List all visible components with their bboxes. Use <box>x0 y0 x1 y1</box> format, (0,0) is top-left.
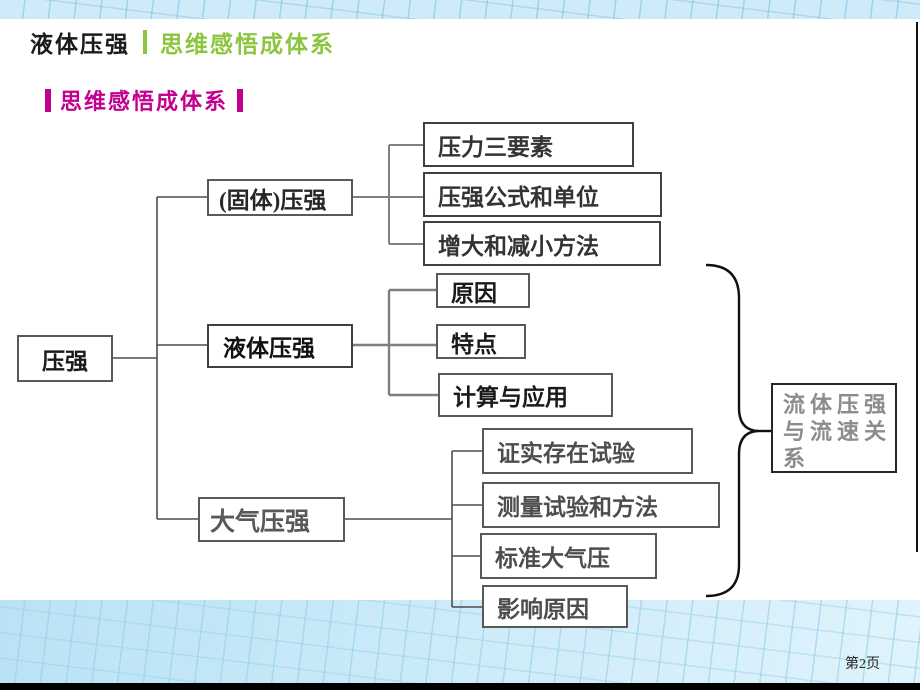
bottom-black-bar <box>0 683 920 690</box>
curly-brace <box>705 263 771 598</box>
right-edge-line <box>916 22 918 552</box>
section-title: 思维感悟成体系 <box>45 86 244 114</box>
header-separator-bar <box>143 30 147 54</box>
node-pressure-formula-unit: 压强公式和单位 <box>423 172 662 217</box>
node-calc-and-application: 计算与应用 <box>438 373 613 417</box>
slide-header: 液体压强 思维感悟成体系 <box>30 27 335 57</box>
node-proof-experiment: 证实存在试验 <box>482 428 693 474</box>
node-pressure-root: 压强 <box>17 335 113 382</box>
fluid-box-line: 系 <box>783 446 811 471</box>
top-decorative-band <box>0 0 920 19</box>
node-force-three-elements: 压力三要素 <box>423 122 634 167</box>
header-title: 液体压强 <box>30 32 130 57</box>
node-liquid-pressure-branch: 液体压强 <box>207 324 353 368</box>
section-title-text: 思维感悟成体系 <box>60 89 229 114</box>
node-solid-pressure-branch: (固体)压强 <box>207 179 353 216</box>
node-increase-decrease-method: 增大和减小方法 <box>423 221 661 266</box>
node-fluid-pressure-flow-relation: 流体压强 与流速关 系 <box>771 383 897 473</box>
node-influencing-factors: 影响原因 <box>482 585 628 628</box>
node-standard-atmosphere: 标准大气压 <box>480 533 657 579</box>
section-title-bar-right <box>237 88 244 112</box>
header-subtitle: 思维感悟成体系 <box>160 32 335 57</box>
node-atmospheric-pressure-branch: 大气压强 <box>198 497 345 542</box>
bottom-decorative-band <box>0 600 920 683</box>
section-title-bar-left <box>45 88 51 112</box>
fluid-box-line: 流体压强 <box>783 392 892 417</box>
node-cause: 原因 <box>436 273 530 308</box>
fluid-box-line: 与流速关 <box>783 419 892 444</box>
page-number: 第2页 <box>845 657 880 672</box>
node-measure-experiment: 测量试验和方法 <box>482 482 720 528</box>
node-characteristics: 特点 <box>436 324 526 359</box>
